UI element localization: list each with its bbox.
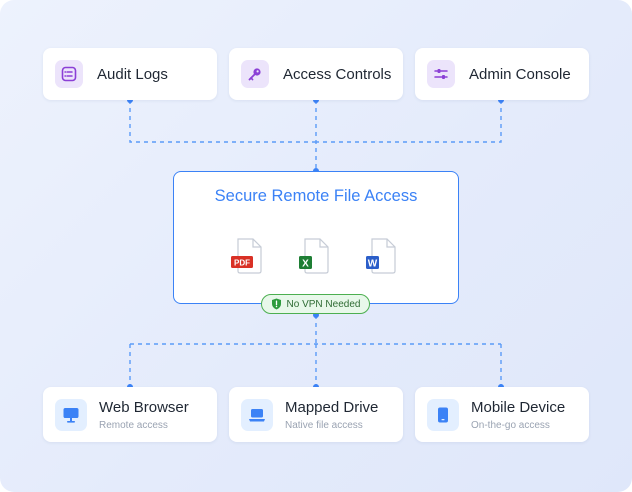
badge-label: No VPN Needed xyxy=(286,298,361,310)
word-tag: W xyxy=(368,259,378,270)
mobile-device-sublabel: On-the-go access xyxy=(471,419,550,431)
connector-admin-console xyxy=(316,100,502,143)
excel-file-icon: X xyxy=(296,236,336,276)
pdf-tag: PDF xyxy=(234,259,250,268)
web-browser-label: Web Browser xyxy=(99,398,189,416)
mapped-drive-sublabel: Native file access xyxy=(285,419,363,431)
word-file-icon: W xyxy=(363,236,403,276)
pdf-file-icon: PDF xyxy=(229,236,269,276)
audit-logs-label: Audit Logs xyxy=(97,65,168,83)
web-browser-sublabel: Remote access xyxy=(99,419,168,431)
laptop-icon xyxy=(241,398,273,431)
shield-icon xyxy=(271,298,282,310)
web-browser-node: Web Browser Remote access xyxy=(43,387,217,442)
access-controls-label: Access Controls xyxy=(283,65,392,83)
hub-title: Secure Remote File Access xyxy=(214,187,418,205)
access-controls-node: Access Controls xyxy=(229,48,403,100)
sliders-icon xyxy=(427,60,455,88)
secure-remote-file-access-hub: Secure Remote File Access PDF X xyxy=(173,171,459,304)
admin-console-label: Admin Console xyxy=(469,65,571,83)
admin-console-node: Admin Console xyxy=(415,48,589,100)
audit-logs-node: Audit Logs xyxy=(43,48,217,100)
mobile-device-node: Mobile Device On-the-go access xyxy=(415,387,589,442)
connector-audit-logs xyxy=(129,100,316,143)
audit-log-icon xyxy=(55,60,83,88)
no-vpn-badge: No VPN Needed xyxy=(261,294,370,314)
mapped-drive-node: Mapped Drive Native file access xyxy=(229,387,403,442)
monitor-icon xyxy=(55,398,87,431)
mobile-device-label: Mobile Device xyxy=(471,398,566,416)
mapped-drive-label: Mapped Drive xyxy=(285,398,379,416)
excel-tag: X xyxy=(302,259,309,270)
tablet-icon xyxy=(427,398,459,431)
key-icon xyxy=(241,60,269,88)
